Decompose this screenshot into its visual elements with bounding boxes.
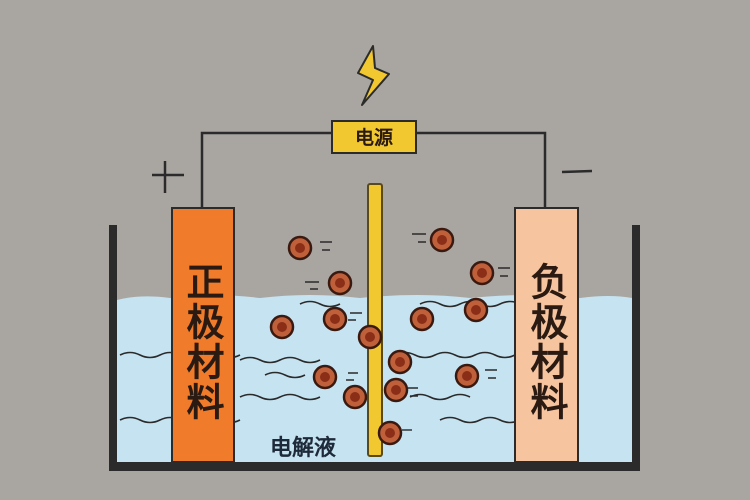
ion-core-icon [395, 357, 405, 367]
lightning-bolt-icon [357, 45, 390, 106]
ion-core-icon [391, 385, 401, 395]
ion-core-icon [471, 305, 481, 315]
ions [269, 227, 495, 446]
separator [367, 183, 383, 457]
ion-core-icon [335, 278, 345, 288]
ion-core-icon [365, 332, 375, 342]
container [109, 225, 640, 471]
cathode [171, 207, 235, 463]
anode-label: 负极材料 [524, 262, 568, 422]
ion-core-icon [385, 428, 395, 438]
ion-core-icon [295, 243, 305, 253]
ion-core-icon [350, 392, 360, 402]
ion-core-icon [277, 322, 287, 332]
power-source-label: 电源 [354, 127, 393, 149]
ion-core-icon [330, 314, 340, 324]
negative-sign-icon [561, 169, 593, 174]
ion-core-icon [320, 372, 330, 382]
ion-core-icon [462, 371, 472, 381]
positive-sign-icon [152, 161, 184, 193]
electrolyte-label: 电解液 [270, 436, 337, 461]
ion-core-icon [437, 235, 447, 245]
anode [514, 207, 579, 463]
power-source-box [331, 120, 417, 154]
ion-core-icon [477, 268, 487, 278]
cathode-label: 正极材料 [180, 262, 224, 422]
ion-core-icon [417, 314, 427, 324]
ion-motion-dashes [305, 233, 510, 431]
